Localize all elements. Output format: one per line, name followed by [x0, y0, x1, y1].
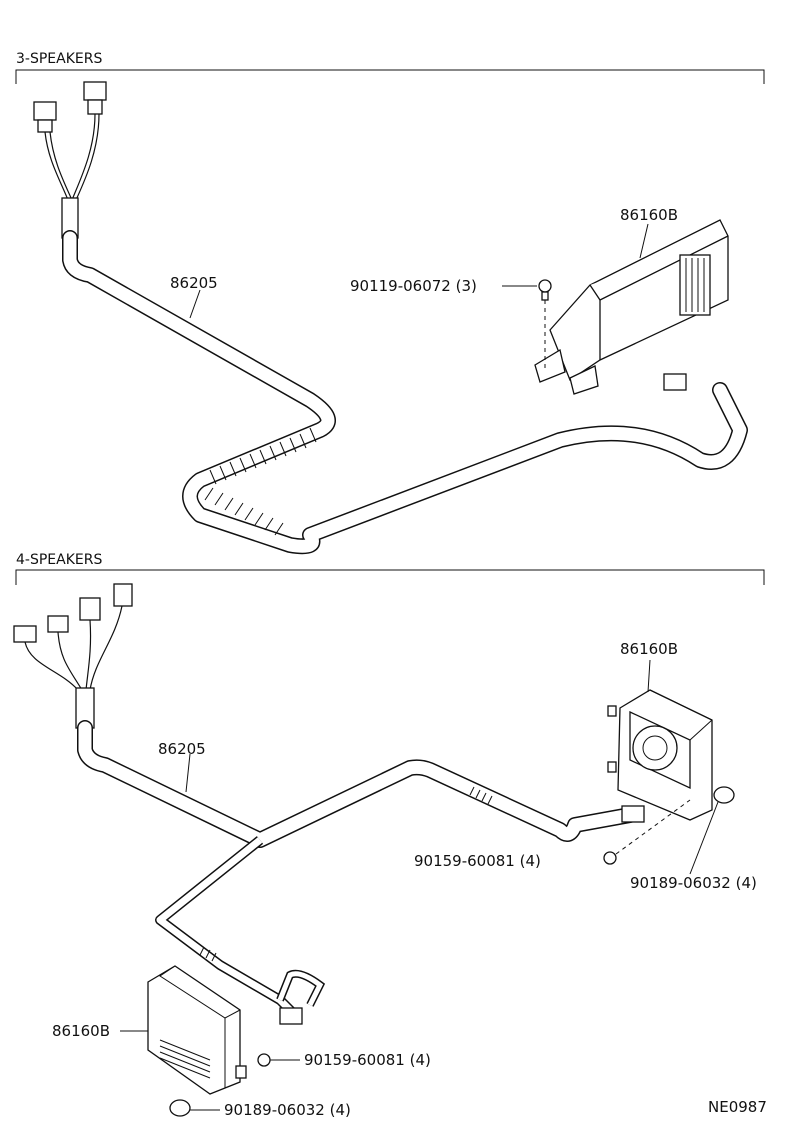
section-title-3-speakers: 3-SPEAKERS	[16, 51, 102, 67]
section-bracket	[15, 69, 765, 84]
left-screw-part-number: 90159-60081 (4)	[304, 1051, 431, 1069]
harness-part-number: 86205	[170, 274, 218, 292]
screw-icon	[257, 1053, 271, 1067]
section-title-4-speakers: 4-SPEAKERS	[16, 552, 102, 568]
right-screw-part-number: 90159-60081 (4)	[414, 852, 541, 870]
speaker-grille	[159, 1039, 211, 1079]
right-speaker-part-number: 86160B	[620, 640, 678, 658]
left-speaker-part-number: 86160B	[52, 1022, 110, 1040]
connector	[47, 615, 69, 633]
screw-icon	[603, 851, 617, 865]
right-nut-part-number: 90189-06032 (4)	[630, 874, 757, 892]
speaker-part-number: 86160B	[620, 206, 678, 224]
harness-part-number: 86205	[158, 740, 206, 758]
speaker-box-86160b	[534, 219, 729, 395]
connector	[13, 625, 37, 643]
mounting-tab	[607, 705, 617, 717]
left-nut-part-number: 90189-06032 (4)	[224, 1101, 351, 1119]
right-speaker-86160b	[607, 689, 713, 821]
mounting-tab	[235, 1065, 247, 1079]
left-speaker-86160b	[147, 965, 247, 1095]
connector	[79, 597, 101, 621]
nut-icon	[169, 1099, 191, 1117]
corrugated-tube	[199, 786, 493, 962]
mounting-tab	[534, 348, 566, 383]
speaker-grille	[679, 254, 711, 316]
connector	[621, 805, 645, 823]
wire-harness-86205	[62, 230, 748, 555]
connector	[83, 81, 107, 101]
section-three-speakers: 3-SPEAKERS 86205	[15, 51, 765, 555]
connector	[113, 583, 133, 607]
nut-icon	[713, 786, 735, 804]
harness-connectors	[33, 81, 107, 239]
section-four-speakers: 4-SPEAKERS	[13, 552, 765, 1119]
screw-icon	[538, 279, 552, 301]
connector	[33, 101, 57, 121]
connector	[37, 119, 53, 133]
connector	[279, 1007, 303, 1025]
connector	[87, 99, 103, 115]
harness-connectors	[13, 583, 133, 729]
mounting-tab	[569, 365, 599, 395]
section-bracket	[15, 569, 765, 585]
connector	[663, 373, 687, 391]
screw-part-number: 90119-06072 (3)	[350, 277, 477, 295]
diagram-code: NE0987	[708, 1098, 767, 1116]
wire-harness-86205	[77, 720, 645, 1025]
mounting-tab	[607, 761, 617, 773]
speaker-cone-icon	[632, 725, 678, 771]
corrugated-tube	[204, 427, 317, 536]
